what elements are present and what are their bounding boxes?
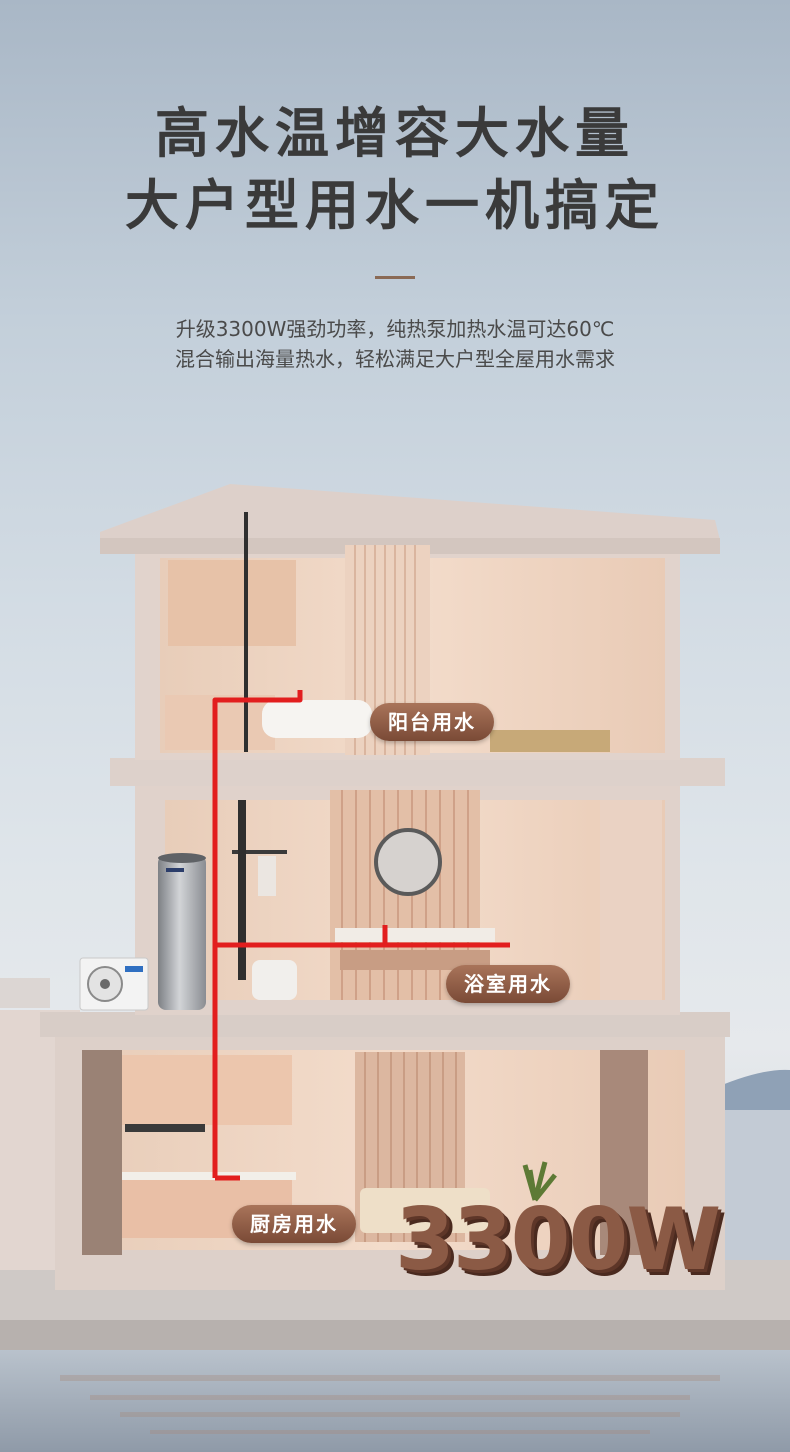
- water-reflection: [0, 1350, 790, 1452]
- label-balcony-water: 阳台用水: [370, 703, 494, 741]
- top-wardrobe: [168, 560, 296, 646]
- glass-partition: [244, 512, 248, 752]
- bed: [490, 730, 610, 752]
- towel-rack: [232, 850, 287, 854]
- second-floor-slab: [110, 758, 725, 786]
- water-heater-tank: [158, 855, 206, 1010]
- curtain-right: [600, 1050, 648, 1255]
- headline-line-1: 高水温增容大水量: [155, 102, 635, 165]
- hot-water-pipes: [212, 690, 510, 1181]
- roof-slab: [100, 484, 720, 552]
- ground-floor-slab: [40, 1012, 730, 1037]
- distant-hill: [710, 1069, 790, 1120]
- label-kitchen-water: 厨房用水: [232, 1205, 356, 1243]
- left-railing: [0, 978, 50, 1008]
- plant: [522, 1161, 557, 1202]
- bathtub: [262, 700, 372, 738]
- bath-curtain: [600, 800, 662, 1000]
- vanity-cabinet: [340, 950, 490, 970]
- title-divider: [375, 276, 415, 279]
- power-rating-3d-text: 3300W: [395, 1190, 721, 1290]
- round-mirror: [374, 828, 442, 896]
- headline-line-2: 大户型用水一机搞定: [125, 174, 665, 237]
- sofa: [360, 1188, 490, 1233]
- subtitle-line-2: 混合输出海量热水，轻松满足大户型全屋用水需求: [175, 347, 615, 371]
- curtain-left: [82, 1050, 122, 1255]
- black-drainpipe: [238, 800, 246, 980]
- label-bathroom-water: 浴室用水: [446, 965, 570, 1003]
- reflection-ripples: [60, 1375, 720, 1434]
- toilet: [252, 960, 297, 1000]
- top-sink-cabinet: [165, 695, 275, 750]
- terrace-edge: [0, 1320, 790, 1350]
- kitchen-upper-cabinets: [122, 1055, 292, 1125]
- towel: [258, 856, 276, 896]
- subtitle-line-1: 升级3300W强劲功率，纯热泵加热水温可达60℃: [175, 317, 615, 341]
- kitchen-hood: [125, 1124, 205, 1132]
- vanity: [335, 928, 495, 942]
- kitchen-counter-top: [118, 1172, 296, 1180]
